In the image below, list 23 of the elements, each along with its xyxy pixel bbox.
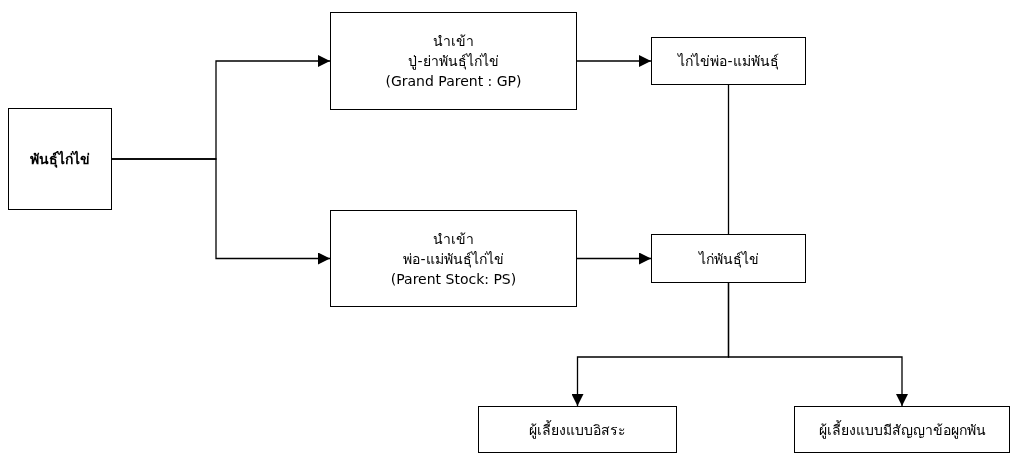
arrow (576, 252, 652, 265)
connector-line (727, 84, 730, 235)
box-text: นำเข้า (433, 32, 474, 51)
process-box (330, 12, 577, 110)
box-text: (Grand Parent : GP) (385, 72, 522, 91)
arrow (111, 158, 331, 265)
process-box (794, 406, 1010, 453)
box-text: ผู้เลี้ยงแบบอิสระ (529, 419, 626, 440)
box-text: ปู่-ย่าพันธุ์ไก่ไข่ (408, 52, 499, 71)
arrow (727, 282, 908, 407)
process-box (330, 210, 577, 307)
process-box (651, 234, 806, 283)
box-text: (Parent Stock: PS) (390, 269, 517, 289)
arrow (576, 55, 652, 67)
process-box (478, 406, 677, 453)
process-box (651, 37, 806, 85)
box-text: ไก่ไข่พ่อ-แม่พันธุ์ (678, 52, 779, 71)
box-text: ผู้เลี้ยงแบบมีสัญญาข้อผูกพัน (818, 419, 986, 440)
box-text: พ่อ-แม่พันธุ์ไก่ไข่ (403, 249, 504, 269)
process-box (8, 108, 112, 210)
box-text: นำเข้า (433, 229, 474, 249)
box-text: พันธุ์ไก่ไข่ (30, 150, 90, 169)
box-text: ไก่พันธุ์ไข่ (698, 249, 759, 269)
